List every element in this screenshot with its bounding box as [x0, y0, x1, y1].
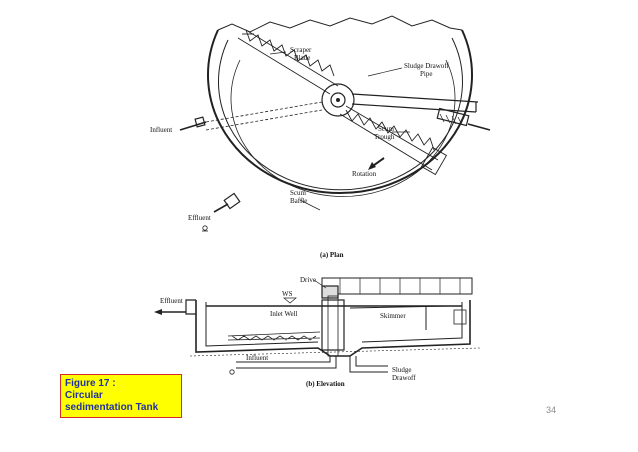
influent-pipe: [179, 101, 323, 131]
figure-caption-line2: Circular: [65, 390, 103, 401]
elevation-influent-pipe: [236, 356, 337, 369]
label-skimmer: Skimmer: [380, 312, 406, 320]
label-sludge-drawoff-elev-1: Sludge: [392, 366, 411, 374]
label-scum-trough-1: Scum: [378, 125, 395, 133]
figure-caption-box: Figure 17 : Circular sedimentation Tank: [60, 374, 182, 418]
plan-leader-lines: [269, 51, 410, 211]
center-drive: [321, 83, 355, 117]
label-effluent-plan: Effluent: [188, 214, 211, 222]
cutaway-edge: [217, 15, 463, 33]
label-sludge-drawoff-1: Sludge Drawoff: [404, 62, 449, 70]
label-inlet-well: Inlet Well: [270, 310, 298, 318]
label-plan-caption: (a) Plan: [320, 251, 344, 259]
figure-caption-line3: sedimentation Tank: [65, 402, 159, 413]
sludge-drawoff-pipe: [351, 93, 479, 113]
label-sludge-drawoff-elev-2: Drawoff: [392, 374, 416, 382]
tank-inner-wall: [218, 37, 463, 191]
elevation-skimmer: [349, 305, 451, 330]
label-scum-baffle-2: Baffle: [290, 197, 307, 205]
effluent-outlet: [202, 192, 241, 232]
label-drive: Drive: [300, 276, 316, 284]
plan-view: [179, 15, 491, 232]
inlet-well: [321, 299, 345, 351]
elevation-view: [154, 277, 481, 375]
center-hub: [336, 98, 340, 102]
label-scraper-blade-1: Scraper: [290, 46, 312, 54]
page-number: 34: [546, 405, 557, 415]
label-ws: WS: [282, 290, 293, 298]
label-scraper-blade-2: Blade: [294, 54, 310, 62]
tank-section: [195, 300, 471, 357]
label-effluent-elevation: Effluent: [160, 297, 183, 305]
elevation-drive: [321, 285, 339, 299]
label-scum-trough-2: Trough: [374, 133, 395, 141]
scum-trough: [436, 107, 491, 131]
label-elevation-caption: (b) Elevation: [306, 380, 345, 388]
label-influent-plan: Influent: [150, 126, 172, 134]
elevation-sludge-drawoff: [349, 356, 388, 373]
scum-baffle-ring: [230, 59, 456, 197]
tank-outer-wall: [207, 29, 473, 194]
center-column: [330, 92, 346, 108]
label-influent-elevation: Influent: [246, 354, 268, 362]
label-sludge-drawoff-2: Pipe: [420, 70, 432, 78]
scraper-arm-upper: [237, 29, 339, 95]
bridge-walkway: [321, 277, 473, 295]
scraper-arm-lower: [339, 105, 448, 176]
label-scum-baffle-1: Scum: [290, 189, 307, 197]
figure-caption-line1: Figure 17 :: [65, 378, 116, 389]
label-rotation: Rotation: [352, 170, 377, 178]
elevation-scraper-truss: [227, 331, 321, 341]
